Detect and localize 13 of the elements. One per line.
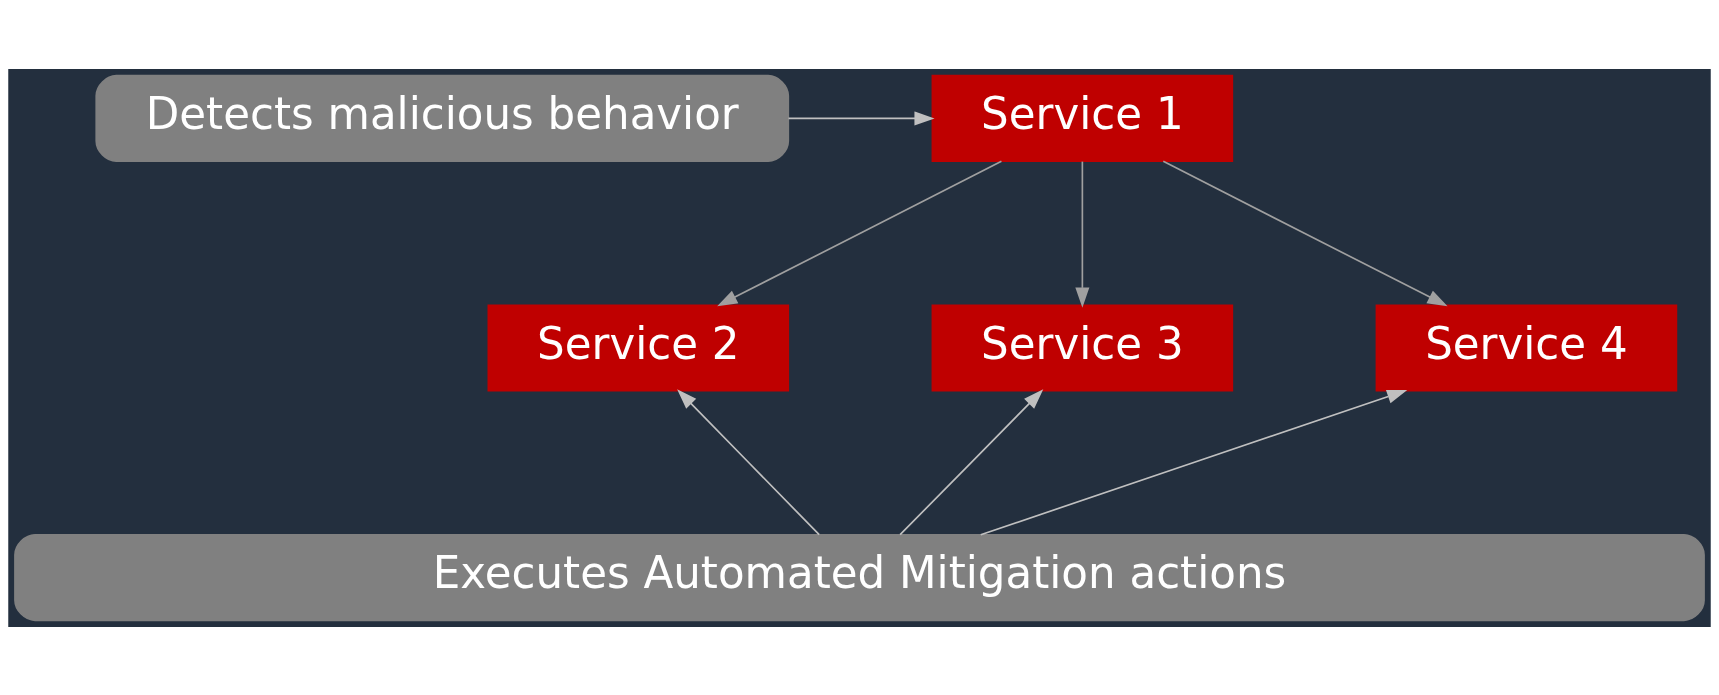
arrow <box>787 110 935 125</box>
arrow <box>1075 160 1090 308</box>
arrow <box>677 388 820 535</box>
arrow <box>1162 160 1448 306</box>
node-box: Service 2 <box>487 303 790 392</box>
arrow <box>717 160 1003 306</box>
node-box: Service 3 <box>931 303 1234 392</box>
node-box: Service 4 <box>1375 303 1678 392</box>
arrow <box>899 388 1044 535</box>
arrow <box>979 389 1408 536</box>
node-box: Detects malicious behavior <box>95 74 790 162</box>
node-box: Executes Automated Mitigation actions <box>14 533 1705 621</box>
node-box: Service 1 <box>931 74 1234 162</box>
